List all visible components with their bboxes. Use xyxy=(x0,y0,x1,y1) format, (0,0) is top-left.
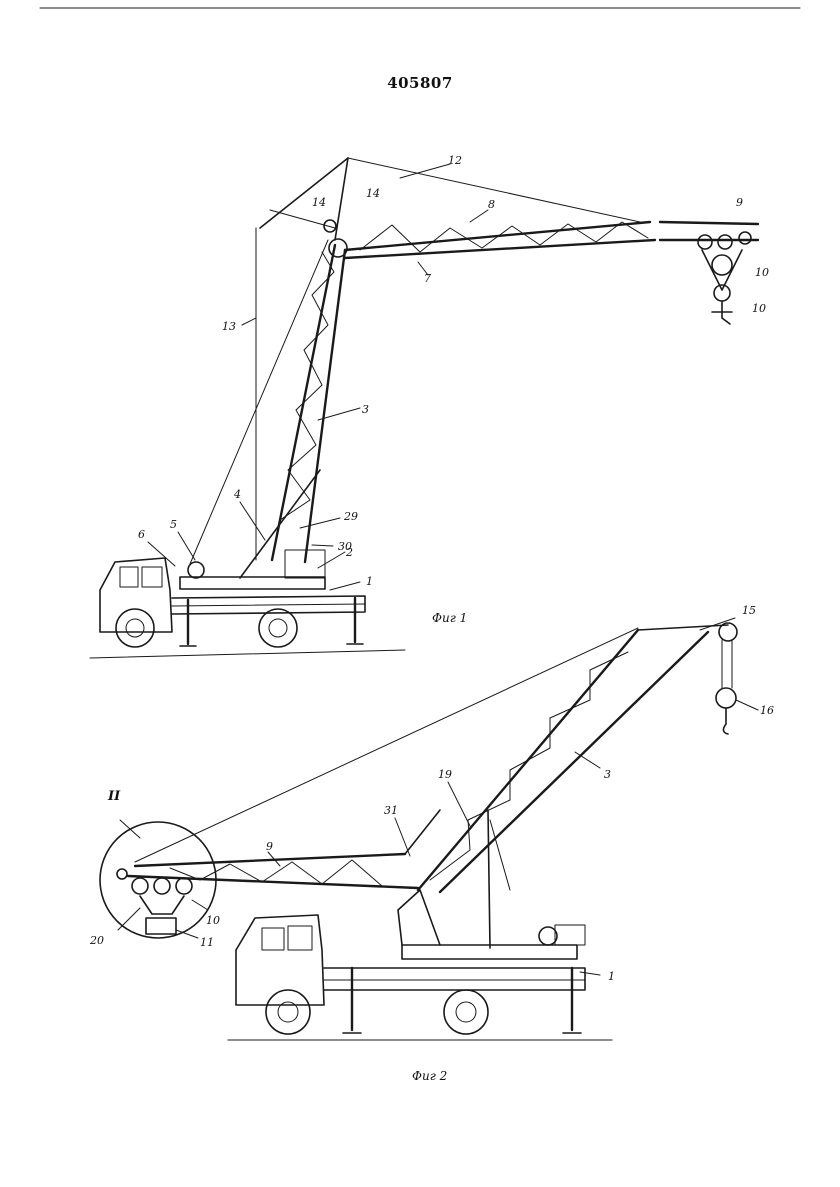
fig1-trolley-wheel-1 xyxy=(697,234,713,250)
fig1-label-9: 9 xyxy=(736,196,743,209)
fig2-luffing-rope xyxy=(134,627,639,863)
figure-1-drawing: 1 2 3 4 5 6 7 8 9 10 12 13 14 14 29 30 1… xyxy=(89,154,769,659)
fig1-jib-bottom-chord xyxy=(343,238,657,260)
fig1-label-13: 13 xyxy=(222,320,236,333)
fig2-label-16: 16 xyxy=(760,704,774,717)
fig2-hook xyxy=(722,707,729,735)
fig2-rear-wheel xyxy=(443,989,489,1035)
fig2-detail-wheel-2 xyxy=(153,877,171,895)
fig1-caption: Фиг 1 xyxy=(432,611,467,625)
fig1-label-12: 12 xyxy=(448,154,462,167)
fig2-label-3: 3 xyxy=(604,768,611,781)
fig1-label-6: 6 xyxy=(138,528,145,541)
fig1-hook xyxy=(711,300,733,325)
fig1-winch-drum xyxy=(187,561,205,579)
fig2-boom-bottom-chord xyxy=(438,630,710,894)
fig1-head-sheave xyxy=(328,238,348,258)
fig1-cab-window-1 xyxy=(119,566,139,588)
figure-2-drawing: 1 3 9 10 11 15 16 19 20 31 II Фиг 2 xyxy=(89,604,774,1083)
fig2-label-20: 20 xyxy=(89,934,104,947)
fig2-chassis-frame xyxy=(323,967,586,991)
fig1-jib-lacing xyxy=(359,221,649,253)
fig2-part-labels: 1 3 9 10 11 15 16 19 20 31 II xyxy=(89,604,774,983)
fig1-label-14-a: 14 xyxy=(312,196,326,209)
fig2-detail-circle xyxy=(99,821,217,939)
fig1-label-7: 7 xyxy=(424,272,431,285)
fig1-hook-block-sheave xyxy=(711,254,733,276)
fig1-mast-chord-right xyxy=(303,248,347,564)
fig1-label-29: 29 xyxy=(343,510,358,523)
fig2-winch-drum xyxy=(538,926,558,946)
fig2-detail-block xyxy=(145,917,177,935)
fig1-label-8: 8 xyxy=(488,198,495,211)
fig1-truck-cab xyxy=(99,557,173,633)
fig2-jib-bottom-chord xyxy=(126,874,420,890)
fig1-hook-block-frame xyxy=(701,249,743,291)
fig1-jib-top-chord xyxy=(343,220,652,252)
fig2-label-31: 31 xyxy=(384,804,398,817)
fig1-a-frame-leg xyxy=(334,157,349,241)
fig2-caption: Фиг 2 xyxy=(412,1069,447,1083)
fig2-detail-wheel-3 xyxy=(175,877,193,895)
fig1-jib-end-sheave xyxy=(738,231,752,245)
fig2-front-wheel xyxy=(265,989,311,1035)
fig1-strut xyxy=(239,469,321,579)
fig2-cab-window-1 xyxy=(261,927,285,951)
fig1-label-10: 10 xyxy=(755,266,769,279)
fig2-label-9: 9 xyxy=(266,840,273,853)
fig1-ground-line xyxy=(89,649,406,659)
fig2-label-1: 1 xyxy=(608,970,615,983)
fig1-back-stay-top xyxy=(259,157,349,229)
fig1-label-1: 1 xyxy=(366,575,373,588)
fig1-label-2: 2 xyxy=(345,546,353,559)
fig2-label-15: 15 xyxy=(742,604,756,617)
fig1-label-10-lower: 10 xyxy=(752,302,766,315)
fig1-rear-wheel xyxy=(258,608,298,648)
fig1-label-5: 5 xyxy=(170,518,177,531)
fig2-label-detail-II: II xyxy=(107,789,121,804)
fig2-label-19: 19 xyxy=(438,768,452,781)
fig2-boom-foot-frame xyxy=(397,889,441,946)
fig2-boom-prop xyxy=(487,809,491,949)
fig1-part-labels: 1 2 3 4 5 6 7 8 9 10 12 13 14 14 29 30 1… xyxy=(138,154,769,588)
fig2-detail-trolley xyxy=(139,895,185,915)
fig1-label-4: 4 xyxy=(233,488,241,501)
fig1-front-wheel xyxy=(115,608,155,648)
fig1-mast-lacing xyxy=(279,251,335,521)
fig1-cab-window-2 xyxy=(141,566,163,588)
fig2-boom-head-sheave xyxy=(718,622,738,642)
fig2-label-10: 10 xyxy=(206,914,220,927)
fig2-cab-window-2 xyxy=(287,925,313,951)
fig1-label-30: 30 xyxy=(338,540,352,553)
fig1-label-3: 3 xyxy=(362,403,369,416)
fig1-turntable-platform xyxy=(179,576,326,590)
fig2-boom-lacing xyxy=(429,651,629,881)
patent-number: 405807 xyxy=(387,74,453,92)
fig2-label-11: 11 xyxy=(200,936,214,949)
fig1-hoist-rope xyxy=(189,239,329,565)
fig2-hook-block xyxy=(715,687,737,709)
fig2-truck-cab xyxy=(235,914,325,1006)
fig1-pendant-rope xyxy=(347,157,641,223)
fig2-jib-top-chord xyxy=(133,852,407,868)
fig2-detail-wheel-1 xyxy=(131,877,149,895)
fig2-jib-lacing xyxy=(169,859,383,887)
fig1-trolley-wheel-2 xyxy=(717,234,733,250)
fig1-label-14-b: 14 xyxy=(366,187,380,200)
